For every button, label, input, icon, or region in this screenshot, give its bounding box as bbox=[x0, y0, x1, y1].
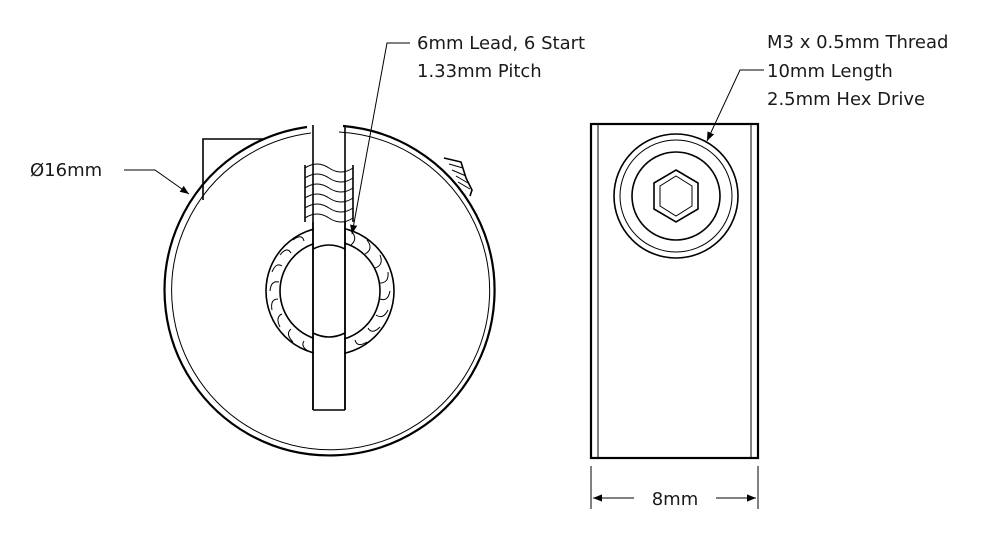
thread-leader bbox=[350, 42, 410, 235]
screw-tip-right bbox=[443, 157, 473, 197]
diameter-label: Ø16mm bbox=[30, 160, 102, 181]
screw-length-label: 10mm Length bbox=[767, 61, 893, 82]
diameter-leader bbox=[124, 169, 190, 195]
thread-callout: 6mm Lead, 6 Start 1.33mm Pitch bbox=[350, 33, 585, 235]
clamp-screw-thread bbox=[304, 163, 354, 223]
collar-side-body bbox=[589, 122, 760, 460]
collar-outer-edge bbox=[163, 124, 496, 457]
screw-thread-label: M3 x 0.5mm Thread bbox=[767, 32, 948, 53]
screw-head-left-edge bbox=[202, 138, 264, 200]
socket-head-screw bbox=[613, 133, 739, 259]
hex-drive-icon bbox=[653, 169, 699, 223]
pitch-label: 1.33mm Pitch bbox=[417, 61, 542, 82]
front-view bbox=[163, 124, 496, 457]
screw-leader bbox=[706, 69, 764, 142]
screw-drive-label: 2.5mm Hex Drive bbox=[767, 89, 925, 110]
width-label: 8mm bbox=[652, 489, 699, 510]
collar-chamfer-edge bbox=[171, 131, 491, 451]
threaded-bore bbox=[265, 222, 395, 410]
screw-callout: M3 x 0.5mm Thread 10mm Length 2.5mm Hex … bbox=[706, 32, 948, 142]
width-dimension: 8mm bbox=[590, 466, 759, 510]
diameter-callout: Ø16mm bbox=[30, 160, 190, 195]
side-view bbox=[589, 122, 760, 460]
lead-label: 6mm Lead, 6 Start bbox=[417, 33, 585, 54]
